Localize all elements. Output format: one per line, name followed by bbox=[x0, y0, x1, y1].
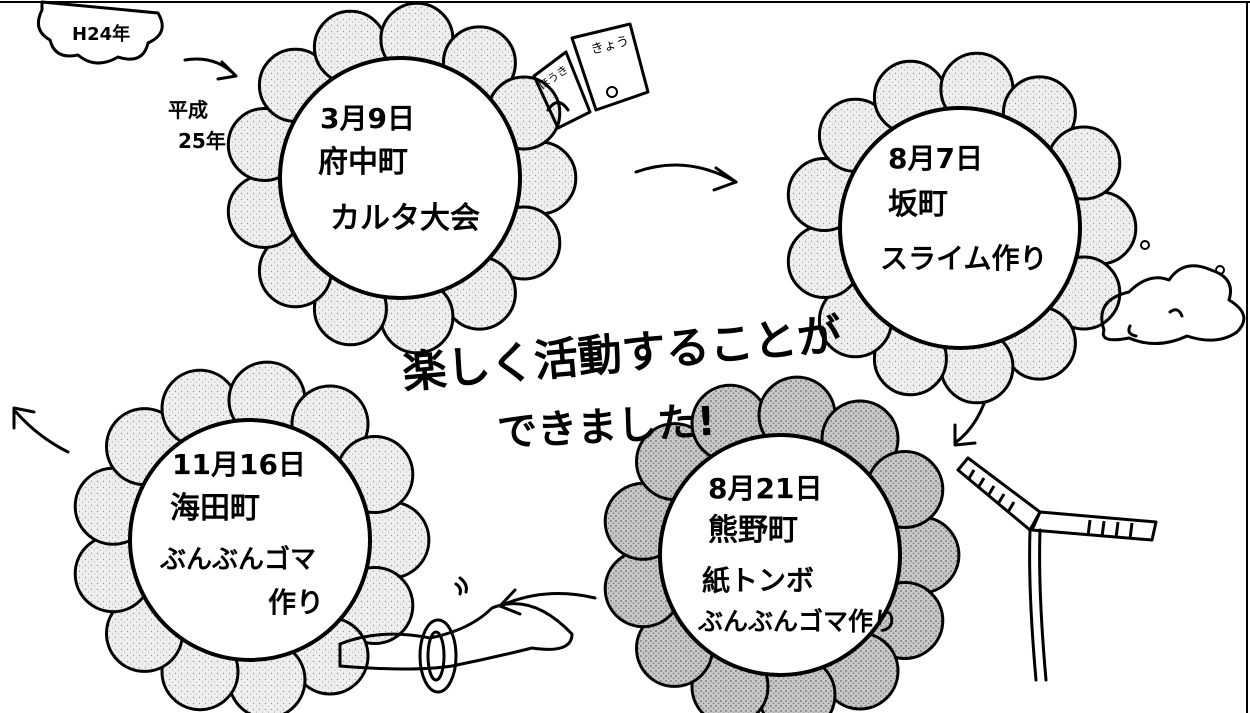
card-text-1: ほうき bbox=[536, 63, 570, 93]
event-flower-karuta bbox=[226, 1, 578, 355]
event-date: 3月9日 bbox=[320, 102, 415, 135]
event-text-1: 3月9日 府中町 カルタ大会 bbox=[318, 102, 480, 236]
event-place: 海田町 bbox=[170, 491, 260, 526]
arrow-to-first-event bbox=[183, 57, 238, 81]
event-text-4: 11月16日 海田町 ぶんぶんゴマ 作り bbox=[159, 448, 324, 619]
event-flower-paper-dragonfly bbox=[603, 375, 961, 713]
spinning-top-drawing bbox=[338, 576, 574, 694]
event-activity: 作り bbox=[268, 586, 324, 619]
event-flower-spinning-top bbox=[73, 360, 431, 713]
event-place: 熊野町 bbox=[708, 513, 798, 548]
event-place: 坂町 bbox=[888, 187, 948, 222]
karuta-cards-drawing: ほうき きょう bbox=[532, 22, 650, 130]
flower-center bbox=[278, 56, 522, 300]
card-text-2: きょう bbox=[589, 34, 630, 58]
flower-center bbox=[838, 106, 1082, 350]
event-date: 8月7日 bbox=[888, 142, 983, 175]
headline-line-2: できました! bbox=[496, 399, 716, 456]
event-activity: 紙トンボ bbox=[702, 564, 814, 597]
flower-center bbox=[128, 418, 372, 662]
event-activity: ぶんぶんゴマ作り bbox=[697, 607, 898, 636]
event-activity: ぶんぶんゴマ bbox=[159, 544, 316, 575]
corner-label: H24年 bbox=[72, 23, 130, 45]
event-date: 8月21日 bbox=[708, 472, 822, 505]
event-text-3: 8月21日 熊野町 紙トンボ ぶんぶんゴマ作り bbox=[697, 472, 898, 636]
paper-dragonfly-drawing bbox=[956, 456, 1158, 682]
previous-year-flower: H24年 bbox=[36, 0, 164, 65]
event-place: 府中町 bbox=[318, 145, 408, 180]
arrow-to-second-event bbox=[634, 163, 738, 192]
event-activity: スライム作り bbox=[880, 242, 1047, 275]
arrow-to-next bbox=[12, 406, 70, 454]
year-note-line-2: 25年 bbox=[178, 129, 226, 153]
arrow-to-fourth-event bbox=[498, 588, 597, 616]
event-text-2: 8月7日 坂町 スライム作り bbox=[880, 142, 1047, 275]
year-note-line-1: 平成 bbox=[168, 98, 208, 122]
event-date: 11月16日 bbox=[172, 448, 306, 481]
slime-blob-drawing bbox=[1100, 240, 1246, 345]
flower-center bbox=[658, 433, 902, 677]
event-activity: カルタ大会 bbox=[330, 201, 480, 236]
